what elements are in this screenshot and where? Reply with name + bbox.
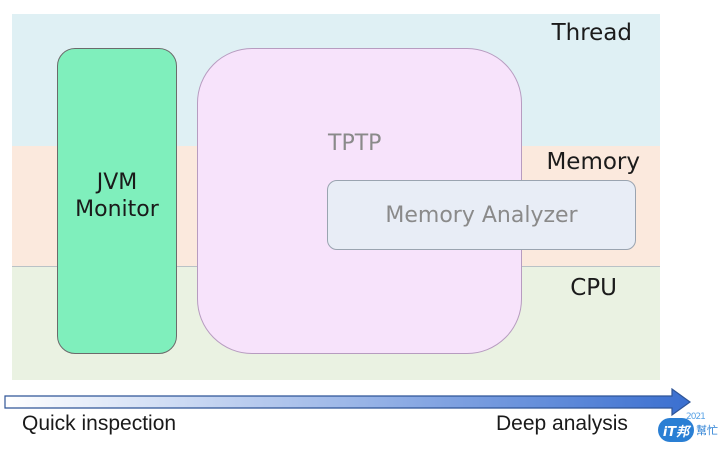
- tptp-label: TPTP: [328, 131, 382, 156]
- logo-badge: iT邦: [658, 418, 694, 442]
- thread-label: Thread: [551, 20, 632, 46]
- logo-text: 幫忙: [696, 424, 718, 437]
- memory-label: Memory: [546, 149, 640, 175]
- deep-analysis-label: Deep analysis: [496, 412, 628, 435]
- memory-analyzer-box: Memory Analyzer: [327, 180, 636, 250]
- logo-digits: 2021: [686, 412, 706, 422]
- jvm-monitor-label: JVM Monitor: [75, 170, 159, 222]
- arrow-shape: [4, 388, 692, 417]
- memory-analyzer-label: Memory Analyzer: [385, 202, 578, 228]
- jvm-monitor-box: JVM Monitor: [57, 48, 177, 354]
- quick-inspection-label: Quick inspection: [22, 412, 177, 435]
- cpu-label: CPU: [570, 275, 617, 301]
- ithome-logo: 2021 iT邦 幫忙: [656, 412, 722, 448]
- depth-axis-arrow: [4, 388, 692, 417]
